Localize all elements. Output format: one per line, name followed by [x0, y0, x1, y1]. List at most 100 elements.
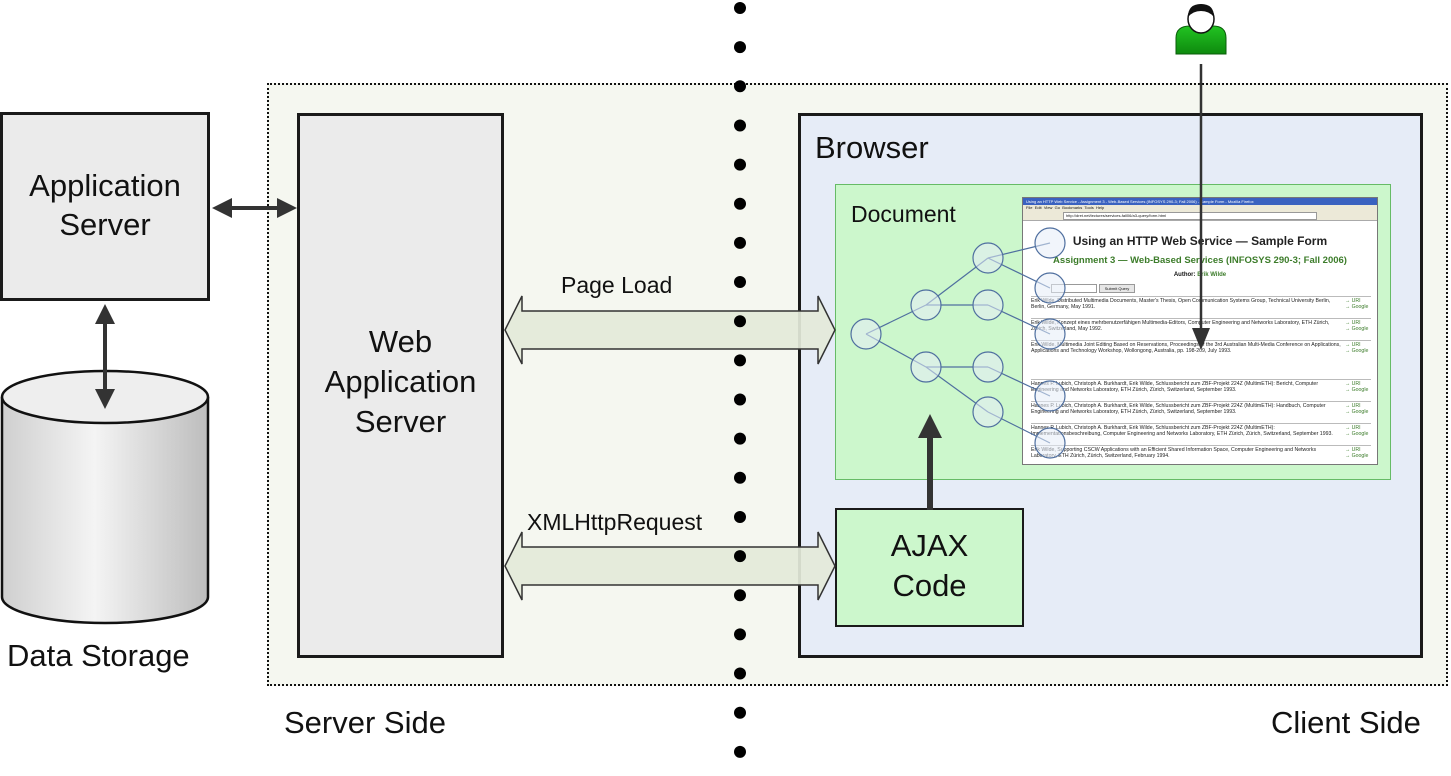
screenshot-entry-links: → URI→ Google — [1345, 320, 1371, 339]
screenshot-author: Author: Erik Wilde — [1023, 272, 1377, 278]
menu-go: Go — [1054, 205, 1061, 210]
divider-dot — [734, 706, 746, 719]
divider-dot — [734, 119, 746, 132]
screenshot-entry-link: → Google — [1345, 387, 1369, 394]
divider-dot — [734, 354, 746, 367]
client-side-label: Client Side — [1271, 705, 1421, 740]
divider-dot — [734, 745, 746, 758]
screenshot-entry-text: Erik Wilde, Multimedia Joint Editing Bas… — [1031, 342, 1341, 355]
application-server-box — [0, 112, 210, 301]
tree-node — [972, 242, 1004, 274]
divider-dot — [734, 80, 746, 93]
web-application-server-box — [297, 113, 504, 658]
menu-bookmarks: Bookmarks — [1062, 205, 1083, 210]
xml-json-arrow — [504, 531, 836, 601]
divider-dot — [734, 510, 746, 523]
tree-node — [972, 289, 1004, 321]
screenshot-entry-links: → URI→ Google — [1345, 425, 1371, 444]
screenshot-entry-link: → Google — [1345, 348, 1369, 355]
user-icon — [1175, 4, 1227, 55]
divider-dot — [734, 550, 746, 563]
divider-dot — [734, 41, 746, 54]
tree-node — [1034, 227, 1066, 259]
browser-label: Browser — [815, 130, 929, 165]
screenshot-entry-link: → Google — [1345, 304, 1369, 311]
tree-node — [972, 396, 1004, 428]
screenshot-entry: Hannes P. Lubich, Christoph A. Burkhardt… — [1031, 423, 1371, 445]
screenshot-entry-link: → URI — [1345, 447, 1361, 453]
divider-dot — [734, 315, 746, 328]
screenshot-entry-link: → URI — [1345, 381, 1361, 387]
screenshot-entry-links: → URI→ Google — [1345, 447, 1371, 464]
tree-node — [1034, 427, 1066, 459]
user-to-page-arrow — [1192, 64, 1210, 350]
divider-dot — [734, 628, 746, 641]
screenshot-entry: Hannes P. Lubich, Christoph A. Burkhardt… — [1031, 401, 1371, 423]
menu-file: File — [1026, 205, 1033, 210]
data-storage-label: Data Storage — [7, 638, 190, 673]
screenshot-entry-links: → URI→ Google — [1345, 403, 1371, 422]
divider-dot — [734, 432, 746, 445]
app-to-storage-arrow — [95, 304, 115, 409]
application-server-text: Application Server — [29, 168, 181, 242]
screenshot-entry-link: → URI — [1345, 403, 1361, 409]
author-label: Author: — [1173, 272, 1196, 278]
app-to-webserver-arrow — [212, 198, 297, 218]
divider-dot — [734, 276, 746, 289]
screenshot-entry: Erik Wilde, Supporting CSCW Applications… — [1031, 445, 1371, 464]
ajax-code-text: AJAX Code — [890, 528, 969, 603]
screenshot-entry-text: Erik Wilde, Supporting CSCW Applications… — [1031, 447, 1317, 460]
page-load-arrow — [504, 295, 836, 365]
screenshot-entry-text: Erik Wilde, Distributed Multimedia Docum… — [1031, 298, 1331, 311]
author-name: Erik Wilde — [1197, 272, 1227, 278]
application-server-label: Application Server — [0, 166, 210, 244]
screenshot-entry-link: → Google — [1345, 453, 1369, 460]
tree-node — [910, 351, 942, 383]
tree-node — [1034, 318, 1066, 350]
screenshot-entry-link: → Google — [1345, 409, 1369, 416]
screenshot-entry-link: → Google — [1345, 326, 1369, 333]
tree-node — [910, 289, 942, 321]
ajax-code-box — [835, 508, 1024, 627]
menu-view: View — [1043, 205, 1053, 210]
menu-tools: Tools — [1084, 205, 1094, 210]
divider-dot — [734, 667, 746, 680]
server-client-divider — [734, 2, 746, 758]
screenshot-entry-link: → URI — [1345, 320, 1361, 326]
document-label: Document — [851, 201, 956, 227]
screenshot-entry-link: → URI — [1345, 425, 1361, 431]
dom-tree — [850, 227, 1066, 459]
web-application-server-label: Web Application Server — [297, 322, 504, 442]
screenshot-address-bar: http://dret.net/lectures/services-fall06… — [1063, 212, 1317, 220]
screenshot-submit-button: Submit Query — [1099, 284, 1135, 293]
screenshot-entry-list: Erik Wilde, Distributed Multimedia Docum… — [1031, 296, 1371, 464]
screenshot-entry-links: → URI→ Google — [1345, 298, 1371, 317]
screenshot-entry-text: Erik Wilde, Konzept eines mehrbenutzerfä… — [1031, 320, 1330, 333]
screenshot-entry: Hannes P. Lubich, Christoph A. Burkhardt… — [1031, 379, 1371, 401]
page-load-label: Page Load — [561, 272, 673, 298]
screenshot-entry-text: Hannes P. Lubich, Christoph A. Burkhardt… — [1031, 381, 1319, 394]
divider-dot — [734, 2, 746, 14]
tree-node — [972, 351, 1004, 383]
divider-dot — [734, 393, 746, 406]
divider-dot — [734, 197, 746, 210]
divider-dot — [734, 471, 746, 484]
divider-dot — [734, 158, 746, 171]
tree-node — [1034, 380, 1066, 412]
tree-node — [850, 318, 882, 350]
screenshot-entry-link: → Google — [1345, 431, 1369, 438]
server-side-label: Server Side — [284, 705, 446, 740]
web-app-server-text: Web Application Server — [324, 324, 477, 439]
ajax-to-document-arrow — [918, 414, 942, 510]
menu-edit: Edit — [1034, 205, 1042, 210]
ajax-code-label: AJAX Code — [835, 526, 1024, 606]
xmlhttprequest-label: XMLHttpRequest — [527, 509, 703, 535]
tree-node — [1034, 272, 1066, 304]
divider-dot — [734, 236, 746, 249]
screenshot-entry-text: Hannes P. Lubich, Christoph A. Burkhardt… — [1031, 403, 1326, 416]
divider-dot — [734, 589, 746, 602]
screenshot-entry-text: Hannes P. Lubich, Christoph A. Burkhardt… — [1031, 425, 1333, 438]
menu-help: Help — [1096, 205, 1105, 210]
screenshot-entry-links: → URI→ Google — [1345, 342, 1371, 378]
